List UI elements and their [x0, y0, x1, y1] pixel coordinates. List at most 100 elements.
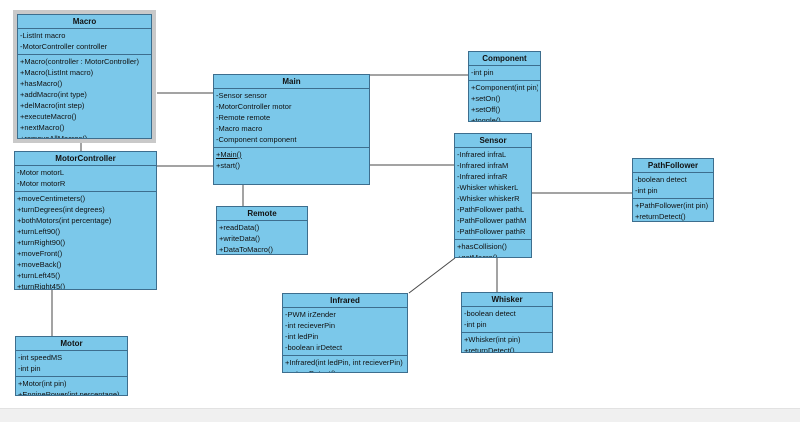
- class-methods: +readData() +writeData() +DataToMacro(): [217, 221, 307, 254]
- class-member: +setOff(): [471, 105, 501, 114]
- class-member: +returnDetect(): [464, 346, 515, 353]
- class-methods: +hasCollision() +getMacro(): [455, 240, 531, 258]
- class-member: -PathFollower pathM: [457, 216, 527, 225]
- class-member: +setOn(): [471, 94, 501, 103]
- class-title: Component: [469, 52, 540, 66]
- class-attributes: -PWM irZender -int recieverPin -int ledPin…: [283, 308, 407, 356]
- class-member: -Whisker whiskerR: [457, 194, 520, 203]
- class-member: -MotorController motor: [216, 102, 292, 111]
- class-title: Sensor: [455, 134, 531, 148]
- class-member: +turnLeft90(): [17, 227, 61, 236]
- class-methods: +PathFollower(int pin) +returnDetect(): [633, 199, 713, 221]
- class-member: +Component(int pin): [471, 83, 538, 92]
- class-methods: +Motor(int pin) +EnginePower(int percenta…: [16, 377, 127, 396]
- class-member: -PWM irZender: [285, 310, 336, 319]
- class-member: +turnDegrees(int degrees): [17, 205, 105, 214]
- class-methods: +Whisker(int pin) +returnDetect(): [462, 333, 552, 353]
- class-attributes: -boolean detect -int pin: [462, 307, 552, 333]
- class-member: -Infrared infraL: [457, 150, 507, 159]
- class-member: -ListInt macro: [20, 31, 66, 40]
- class-member: -boolean detect: [464, 309, 516, 318]
- class-component[interactable]: Component -int pin +Component(int pin) +set…: [468, 51, 541, 122]
- canvas-bottom-edge: [0, 408, 800, 422]
- class-methods: +moveCentimeters() +turnDegrees(int degre…: [15, 192, 156, 290]
- class-member: +moveCentimeters(): [17, 194, 86, 203]
- class-title: MotorController: [15, 152, 156, 166]
- class-member: +getMacro(): [457, 253, 498, 258]
- class-attributes: -Infrared infraL-Infrared infraM-Infrare…: [455, 148, 531, 240]
- connector-sensor-infrared[interactable]: [408, 257, 456, 294]
- class-attributes: -ListInt macro -MotorController controlle…: [18, 29, 151, 55]
- class-infrared[interactable]: Infrared -PWM irZender -int recieverPin -in…: [282, 293, 408, 373]
- class-main[interactable]: Main -Sensor sensor -MotorController motor…: [213, 74, 370, 185]
- class-member: -Whisker whiskerL: [457, 183, 519, 192]
- class-member: +removeAllMacros(): [20, 134, 88, 139]
- class-member: +addMacro(int type): [20, 90, 87, 99]
- class-member: +Whisker(int pin): [464, 335, 521, 344]
- class-member: +nextMacro(): [20, 123, 65, 132]
- class-member: -boolean detect: [635, 175, 687, 184]
- class-member: +PathFollower(int pin): [635, 201, 709, 210]
- class-member: +returnDetect(): [635, 212, 686, 221]
- class-member: -int speedMS: [18, 353, 63, 362]
- class-member: +start(): [216, 161, 240, 170]
- class-macro[interactable]: Macro -ListInt macro -MotorController cont…: [13, 10, 156, 143]
- class-motorcontroller[interactable]: MotorController-Motor motorL-Motor motor…: [14, 151, 157, 290]
- class-methods: +Component(int pin) +setOn() +setOff() +tog…: [469, 81, 540, 122]
- class-member: +moveFront(): [17, 249, 63, 258]
- class-member: +bothMotors(int percentage): [17, 216, 112, 225]
- class-title: PathFollower: [633, 159, 713, 173]
- class-member: -Macro macro: [216, 124, 263, 133]
- class-member: +toggle(): [471, 116, 501, 122]
- class-member: -MotorController controller: [20, 42, 108, 51]
- class-member: -boolean irDetect: [285, 343, 343, 352]
- class-member: +turnRight45(): [17, 282, 66, 290]
- class-pathfollower[interactable]: PathFollower -boolean detect -int pin +Path…: [632, 158, 714, 222]
- class-attributes: -Sensor sensor -MotorController motor -Rem…: [214, 89, 369, 148]
- class-title: Main: [214, 75, 369, 89]
- class-member: -Infrared infraM: [457, 161, 509, 170]
- class-member: +writeData(): [219, 234, 261, 243]
- class-attributes: -int speedMS -int pin: [16, 351, 127, 377]
- class-member: -Component component: [216, 135, 297, 144]
- class-member: +hasCollision(): [457, 242, 507, 251]
- class-whisker[interactable]: Whisker-boolean detect-int pin+Whisker(i…: [461, 292, 553, 353]
- class-remote[interactable]: Remote+readData()+writeData()+DataToMacr…: [216, 206, 308, 255]
- class-member: +Macro(controller : MotorController): [20, 57, 139, 66]
- class-member: -int pin: [464, 320, 487, 329]
- class-member: +delMacro(int step): [20, 101, 85, 110]
- class-member: +Infrared(int ledPin, int recieverPin): [285, 358, 403, 367]
- class-member: +Main(): [216, 150, 242, 159]
- class-member: -Remote remote: [216, 113, 271, 122]
- class-member: -PathFollower pathR: [457, 227, 526, 236]
- class-member: -int recieverPin: [285, 321, 336, 330]
- class-methods: +Main() +start(): [214, 148, 369, 184]
- class-member: -int pin: [635, 186, 658, 195]
- class-attributes: -Motor motorL -Motor motorR: [15, 166, 156, 192]
- class-member: -int pin: [18, 364, 41, 373]
- class-title: Infrared: [283, 294, 407, 308]
- class-member: -PathFollower pathL: [457, 205, 525, 214]
- class-member: -int ledPin: [285, 332, 319, 341]
- class-member: -int pin: [471, 68, 494, 77]
- class-member: -Motor motorL: [17, 168, 65, 177]
- class-member: -Motor motorR: [17, 179, 66, 188]
- class-member: +moveBack(): [17, 260, 62, 269]
- class-member: +Motor(int pin): [18, 379, 67, 388]
- class-member: +turnRight90(): [17, 238, 66, 247]
- class-member: +Macro(ListInt macro): [20, 68, 94, 77]
- class-member: +turnLeft45(): [17, 271, 61, 280]
- class-member: -Sensor sensor: [216, 91, 267, 100]
- class-member: +readData(): [219, 223, 260, 232]
- class-sensor[interactable]: Sensor-Infrared infraL-Infrared infraM-I…: [454, 133, 532, 258]
- class-motor[interactable]: Motor -int speedMS -int pin +Motor(int pin)…: [15, 336, 128, 396]
- class-title: Macro: [18, 15, 151, 29]
- class-attributes: -int pin: [469, 66, 540, 81]
- class-member: +hasMacro(): [20, 79, 63, 88]
- class-member: +DataToMacro(): [219, 245, 273, 254]
- class-member: +EnginePower(int percentage): [18, 390, 120, 396]
- class-title: Motor: [16, 337, 127, 351]
- class-methods: +Macro(controller : MotorController) +Mac…: [18, 55, 151, 139]
